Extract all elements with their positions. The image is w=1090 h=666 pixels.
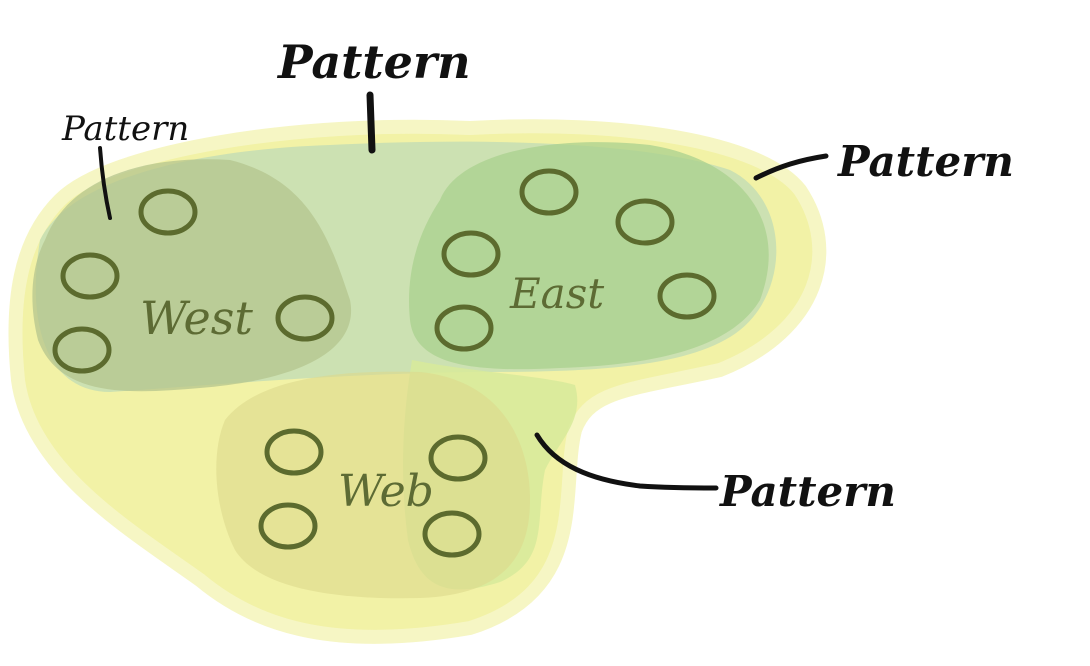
pattern-label-right: Pattern [837,137,1014,186]
east-node [615,198,675,246]
west-node [138,188,198,236]
pattern-label-bottom-right: Pattern [719,467,896,516]
east-node [657,272,717,320]
pointer-line-top-left [98,146,112,220]
group-label-west: West [140,291,253,345]
pointer-line-top [366,91,376,154]
web-node [422,510,482,558]
pattern-label-top-left: Pattern [61,109,189,149]
web-node [258,502,318,550]
west-node [60,252,120,300]
web-node [428,434,488,482]
east-node [441,230,501,278]
pattern-label-top: Pattern [276,35,471,89]
pointer-line-bottom-right [534,432,719,491]
group-label-east: East [509,269,604,318]
west-node [52,326,112,374]
east-node [519,168,579,216]
east-node [434,304,494,352]
pointer-line-right [753,153,829,181]
group-label-web: Web [338,466,434,517]
west-region [32,159,352,392]
web-region [216,371,531,599]
east-region [409,142,769,370]
web-node [264,428,324,476]
west-node [275,294,335,342]
